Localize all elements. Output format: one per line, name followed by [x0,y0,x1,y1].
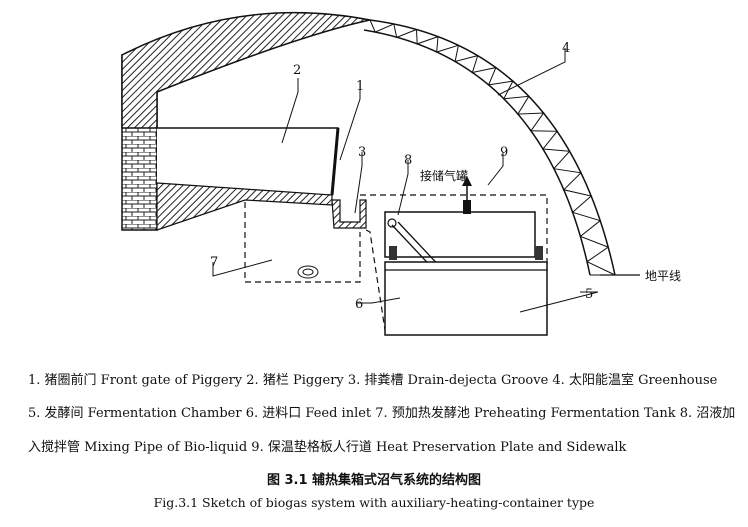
support-left [389,246,397,260]
gas-tank-label: 接储气罐 [420,168,468,183]
preheating-tank [244,202,361,283]
callout-2: 2 [293,63,301,78]
gas-container [384,211,536,258]
front-gate [330,127,340,196]
legend-line-2: 5. 发酵间 Fermentation Chamber 6. 进料口 Feed … [28,406,736,421]
piggery-floor [156,182,333,231]
gas-pipe-arrow [462,176,472,186]
mixing-pipe-head [387,218,397,228]
callout-7: 7 [210,255,218,270]
heat-preservation-plate [360,194,548,270]
tank-pipe-opening-inner [302,268,314,276]
callout-5: 5 [585,287,593,302]
ground-label: 地平线 [645,269,681,283]
callout-3: 3 [358,145,366,160]
callout-1: 1 [356,79,364,94]
system-sketch: 2 1 3 4 5 6 7 8 9 接储气罐 地平线 [121,11,681,336]
fermentation-chamber [384,261,548,336]
legend-line-3: 入搅拌管 Mixing Pipe of Bio-liquid 9. 保温垫格板人… [28,440,627,455]
callout-8: 8 [404,153,412,168]
callout-6: 6 [355,297,363,312]
figure-caption-en: Fig.3.1 Sketch of biogas system with aux… [153,495,595,510]
callout-leaders [212,48,599,313]
support-right [535,246,543,260]
truss-zigzag [369,19,616,276]
callout-9: 9 [500,145,508,160]
drain-groove [331,199,367,229]
callout-4: 4 [562,41,570,56]
greenhouse-arch-inner [363,29,591,276]
figure-caption-zh: 图 3.1 辅热集箱式沼气系统的结构图 [266,473,482,488]
greenhouse-arch-outer [369,19,616,276]
legend-line-1: 1. 猪圈前门 Front gate of Piggery 2. 猪栏 Pigg… [28,373,718,388]
greenhouse-truss [369,19,616,276]
gas-valve [463,200,471,214]
tank-pipe-opening [297,265,319,279]
piggery-roof [121,11,371,129]
